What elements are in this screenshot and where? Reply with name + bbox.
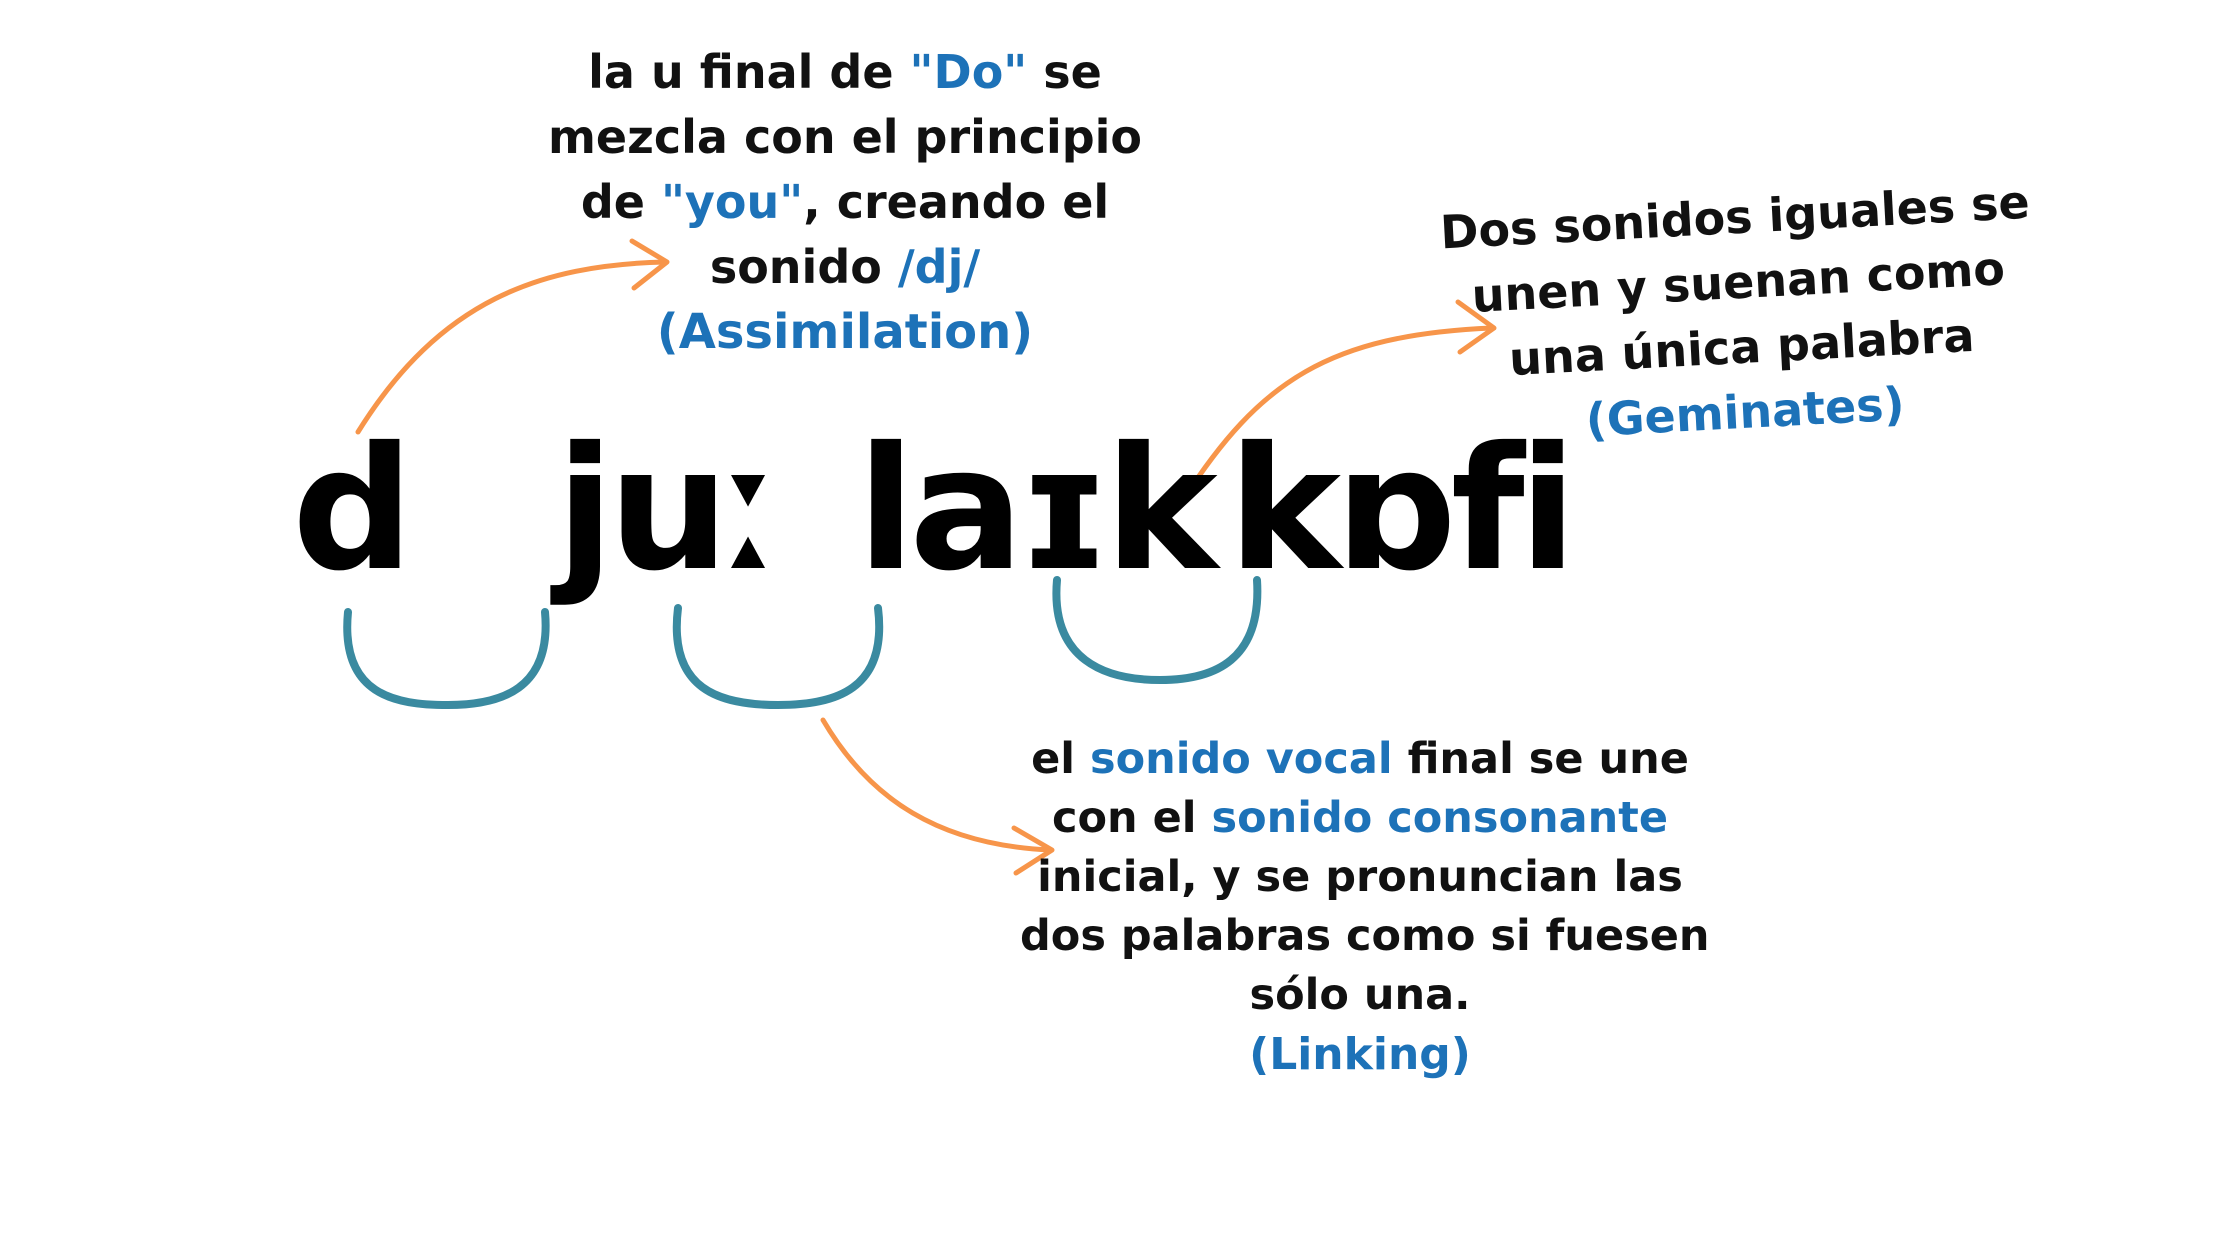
label-assimilation: (Assimilation) — [656, 304, 1034, 360]
phonetic-word-4: kɒfi — [1228, 411, 1577, 609]
arrowhead-geminates — [1455, 299, 1497, 355]
note-linking-line-5: sólo una. — [1249, 970, 1471, 1020]
phonetic-word-1: d — [292, 411, 414, 609]
arrowhead-linking — [1011, 825, 1055, 876]
note-linking: el sonido vocal final se une con el soni… — [1020, 730, 1710, 1084]
arrow-linking — [820, 717, 1053, 853]
note-linking-line-2: con el sonido consonante — [1051, 793, 1669, 843]
note-assimilation-line-3: de "you", creando el — [580, 175, 1110, 229]
arrow-assimilation — [355, 259, 668, 435]
phonetic-word-3: laɪk — [857, 411, 1218, 609]
note-assimilation-line-1: la u final de "Do" se — [588, 45, 1102, 99]
arrow-geminates — [1180, 325, 1495, 503]
note-geminates: Dos sonidos iguales se unen y suenan com… — [1414, 168, 2067, 461]
note-assimilation: la u final de "Do" se mezcla con el prin… — [530, 40, 1160, 365]
note-linking-line-3: inicial, y se pronuncian las — [1037, 852, 1683, 902]
note-linking-line-4: dos palabras como si fuesen — [1020, 911, 1710, 961]
link-arc-2 — [672, 604, 884, 710]
link-arc-3 — [1052, 576, 1262, 685]
phonetic-word-2: juː — [556, 411, 781, 609]
note-linking-line-1: el sonido vocal final se une — [1031, 734, 1689, 784]
arrowhead-assimilation — [629, 238, 670, 291]
note-assimilation-line-2: mezcla con el principio — [547, 110, 1143, 164]
label-linking: (Linking) — [1249, 1029, 1471, 1080]
note-assimilation-line-4: sonido /dj/ — [709, 240, 981, 294]
link-arc-1 — [343, 608, 550, 710]
